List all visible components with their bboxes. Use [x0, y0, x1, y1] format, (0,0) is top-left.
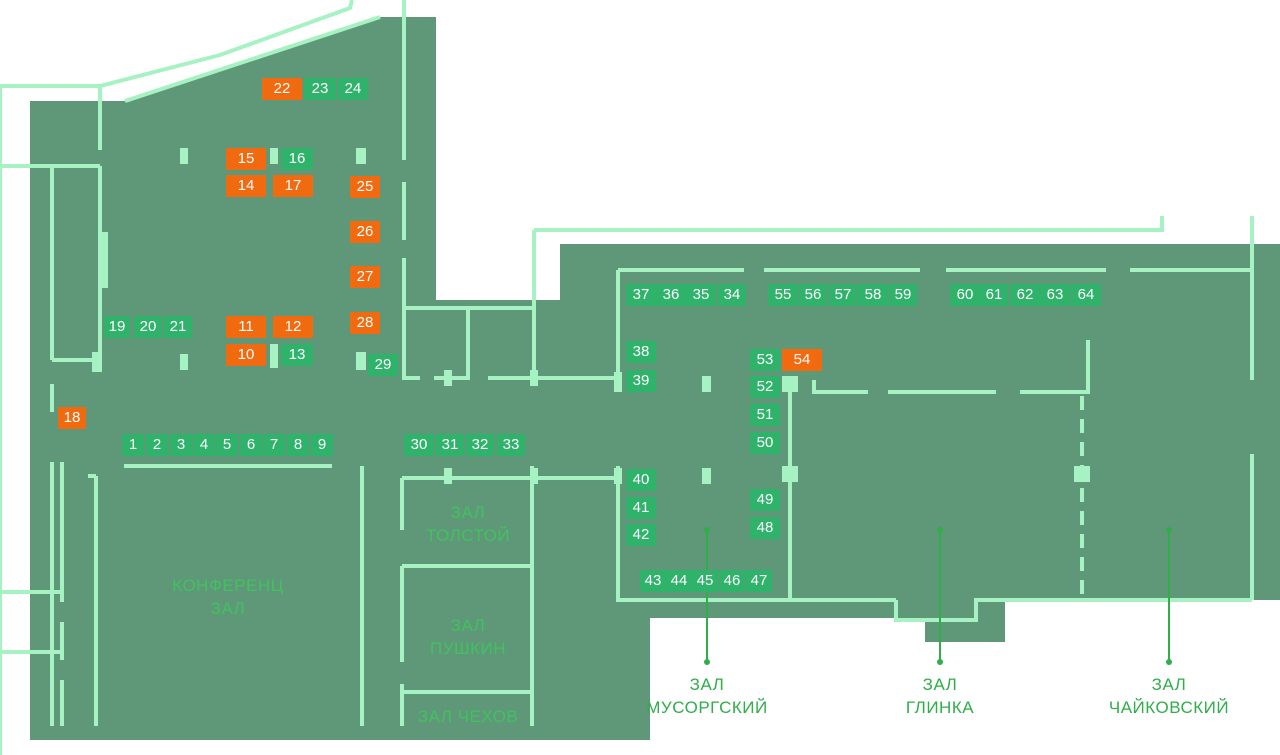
booth-23[interactable]: 23	[304, 78, 336, 100]
booth-49[interactable]: 49	[750, 489, 780, 511]
booth-50[interactable]: 50	[750, 432, 780, 454]
booth-13[interactable]: 13	[281, 344, 313, 366]
booth-17[interactable]: 17	[273, 175, 313, 197]
booth-15[interactable]: 15	[226, 148, 266, 170]
booth-52[interactable]: 52	[750, 376, 780, 398]
booth-2[interactable]: 2	[146, 434, 168, 456]
booth-39[interactable]: 39	[626, 370, 656, 392]
hall-pointers	[706, 530, 1170, 662]
booth-55[interactable]: 55	[768, 284, 798, 306]
hall-tolstoy-label: ЗАЛ ТОЛСТОЙ	[408, 501, 528, 547]
booth-43[interactable]: 43	[640, 570, 666, 592]
booth-10[interactable]: 10	[226, 344, 266, 366]
booth-46[interactable]: 46	[719, 570, 745, 592]
booth-57[interactable]: 57	[829, 284, 857, 306]
booth-41[interactable]: 41	[626, 497, 656, 519]
booth-16[interactable]: 16	[281, 148, 313, 170]
booth-8[interactable]: 8	[287, 434, 309, 456]
booth-64[interactable]: 64	[1071, 284, 1101, 306]
booth-44[interactable]: 44	[666, 570, 692, 592]
booth-9[interactable]: 9	[311, 434, 333, 456]
booth-6[interactable]: 6	[240, 434, 262, 456]
booth-34[interactable]: 34	[718, 284, 746, 306]
booth-5[interactable]: 5	[216, 434, 238, 456]
booth-37[interactable]: 37	[626, 284, 656, 306]
booth-29[interactable]: 29	[368, 354, 398, 376]
hall-pushkin-line2: ПУШКИН	[430, 639, 506, 658]
booth-11[interactable]: 11	[226, 316, 266, 338]
booth-60[interactable]: 60	[950, 284, 980, 306]
booth-26[interactable]: 26	[350, 221, 380, 243]
booth-59[interactable]: 59	[889, 284, 917, 306]
booth-62[interactable]: 62	[1010, 284, 1040, 306]
booth-48[interactable]: 48	[750, 517, 780, 539]
booth-1[interactable]: 1	[122, 434, 144, 456]
booth-7[interactable]: 7	[263, 434, 285, 456]
hall-chekhov-line1: ЗАЛ ЧЕХОВ	[417, 707, 519, 726]
booth-33[interactable]: 33	[497, 434, 525, 456]
hall-mussorgsky-line2: МУСОРГСКИЙ	[646, 698, 768, 717]
booth-30[interactable]: 30	[404, 434, 434, 456]
booth-51[interactable]: 51	[750, 404, 780, 426]
booth-42[interactable]: 42	[626, 524, 656, 546]
hall-glinka-line1: ЗАЛ	[922, 675, 958, 694]
booth-21[interactable]: 21	[164, 316, 192, 338]
booth-24[interactable]: 24	[338, 78, 368, 100]
booth-19[interactable]: 19	[104, 316, 130, 338]
booth-36[interactable]: 36	[656, 284, 686, 306]
booth-20[interactable]: 20	[134, 316, 162, 338]
booth-56[interactable]: 56	[799, 284, 827, 306]
pillars	[92, 148, 1090, 484]
booth-40[interactable]: 40	[626, 469, 656, 491]
floor-right-wing	[560, 244, 1280, 740]
booth-38[interactable]: 38	[626, 341, 656, 363]
hall-tchaikovsky-label: ЗАЛ ЧАЙКОВСКИЙ	[1094, 673, 1244, 719]
booth-3[interactable]: 3	[170, 434, 192, 456]
hall-conference-line1: КОНФЕРЕНЦ	[172, 576, 284, 595]
booth-61[interactable]: 61	[980, 284, 1008, 306]
hall-tchaikovsky-line2: ЧАЙКОВСКИЙ	[1108, 698, 1230, 717]
booth-58[interactable]: 58	[858, 284, 888, 306]
booth-25[interactable]: 25	[350, 176, 380, 198]
hall-pointer-dots	[704, 527, 1172, 665]
hall-glinka-line2: ГЛИНКА	[905, 698, 975, 717]
booth-12[interactable]: 12	[273, 316, 313, 338]
booth-54[interactable]: 54	[782, 349, 822, 371]
hall-tolstoy-line2: ТОЛСТОЙ	[425, 526, 511, 545]
hall-pushkin-label: ЗАЛ ПУШКИН	[408, 614, 528, 660]
hall-pushkin-line1: ЗАЛ	[450, 616, 486, 635]
walls	[0, 0, 1254, 755]
booth-18[interactable]: 18	[58, 407, 86, 429]
booth-4[interactable]: 4	[193, 434, 215, 456]
hall-tolstoy-line1: ЗАЛ	[450, 503, 486, 522]
booth-31[interactable]: 31	[436, 434, 464, 456]
booth-45[interactable]: 45	[692, 570, 718, 592]
hall-mussorgsky-label: ЗАЛ МУСОРГСКИЙ	[627, 673, 787, 719]
booth-32[interactable]: 32	[466, 434, 494, 456]
booth-35[interactable]: 35	[686, 284, 716, 306]
floor-left-wing	[30, 17, 560, 740]
hall-tchaikovsky-line1: ЗАЛ	[1151, 675, 1187, 694]
booth-22[interactable]: 22	[262, 78, 302, 100]
floor-area	[30, 17, 1280, 740]
hall-glinka-label: ЗАЛ ГЛИНКА	[880, 673, 1000, 719]
hall-conference-label: КОНФЕРЕНЦ ЗАЛ	[148, 574, 308, 620]
booth-53[interactable]: 53	[750, 349, 780, 371]
booth-14[interactable]: 14	[226, 175, 266, 197]
booth-47[interactable]: 47	[746, 570, 772, 592]
hall-conference-line2: ЗАЛ	[210, 599, 246, 618]
booth-28[interactable]: 28	[350, 312, 380, 334]
hall-mussorgsky-line1: ЗАЛ	[689, 675, 725, 694]
booth-63[interactable]: 63	[1040, 284, 1070, 306]
hall-chekhov-label: ЗАЛ ЧЕХОВ	[406, 705, 530, 728]
booth-27[interactable]: 27	[350, 266, 380, 288]
